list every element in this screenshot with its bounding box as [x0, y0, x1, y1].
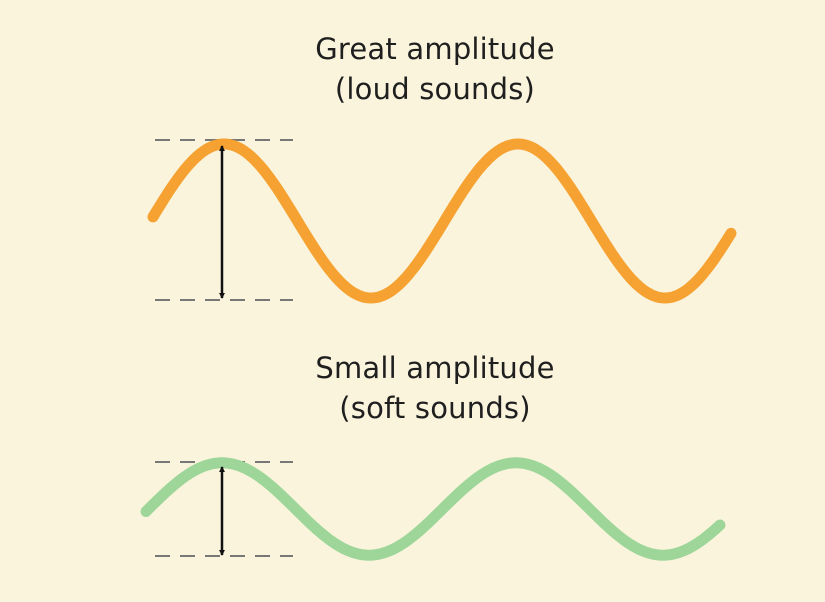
great-amplitude-wave	[147, 138, 737, 304]
small-amplitude-panel	[140, 457, 726, 561]
great-amplitude-subtitle: (loud sounds)	[334, 72, 536, 106]
small-amplitude-title: Small amplitude	[315, 351, 555, 385]
great-amplitude-title: Great amplitude	[315, 32, 555, 66]
small-amplitude-wave	[140, 457, 726, 561]
small-amplitude-caption: Small amplitude (soft sounds)	[200, 348, 670, 428]
small-amplitude-subtitle: (soft sounds)	[339, 391, 531, 425]
great-amplitude-caption: Great amplitude (loud sounds)	[200, 29, 670, 109]
great-amplitude-panel	[147, 138, 737, 304]
